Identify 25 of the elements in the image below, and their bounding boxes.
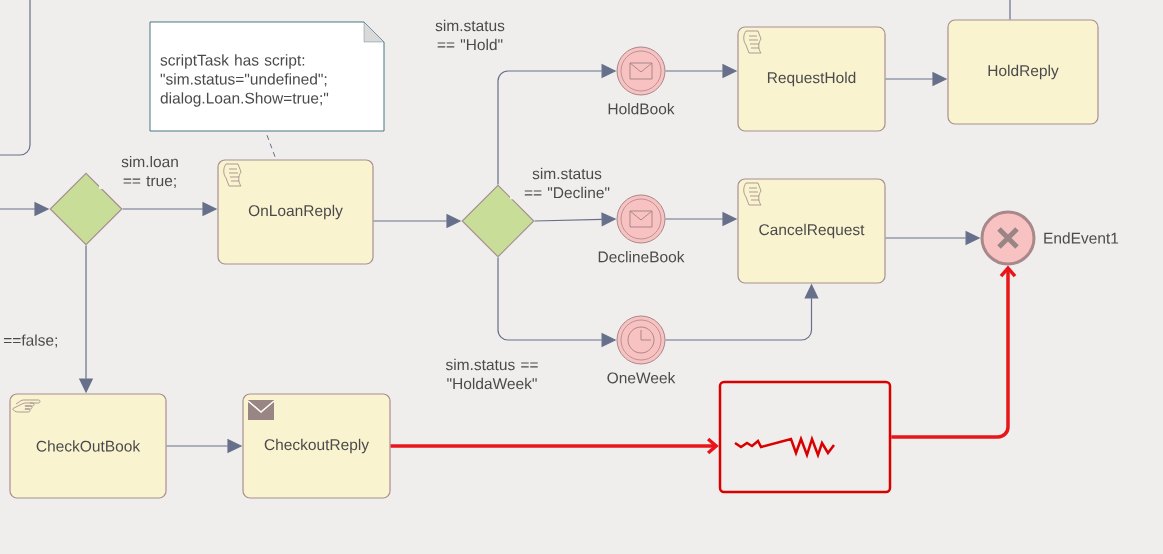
task-box: CancelRequest — [737, 178, 886, 284]
edge-label: ==false; — [3, 334, 57, 348]
task-box: CheckoutReply — [242, 393, 391, 499]
edge-label: sim.status == "HoldaWeek" — [445, 358, 538, 390]
note: scriptTask has script: "sim.status="undefined"; dialog.Loan.Show=true;" — [149, 21, 385, 132]
marker-arrow — [891, 265, 1017, 439]
scribble-drawing — [718, 380, 892, 494]
intermediate-event: HoldBook — [608, 46, 675, 115]
task-box: RequestHold — [737, 26, 886, 132]
task-box: OnLoanReply — [217, 159, 374, 265]
node-label: DeclineBook — [598, 251, 685, 263]
edge-label: sim.loan == true; — [121, 155, 178, 189]
node-label: EndEvent1 — [1044, 232, 1119, 244]
task-box: CheckOutBook — [9, 393, 167, 499]
node-label: HoldBook — [608, 103, 675, 115]
flow-line — [1009, 0, 1011, 20]
marker-arrow — [390, 437, 719, 455]
node-label: OneWeek — [607, 372, 676, 384]
end-event: EndEvent1 — [980, 210, 1119, 266]
intermediate-event: OneWeek — [607, 315, 676, 384]
gateway-diamond — [49, 172, 123, 246]
edge-label: sim.status == "Decline" — [524, 167, 610, 199]
edge-label: sim.status == "Hold" — [435, 19, 505, 51]
task-box: HoldReply — [947, 19, 1099, 125]
note-link — [266, 134, 277, 160]
